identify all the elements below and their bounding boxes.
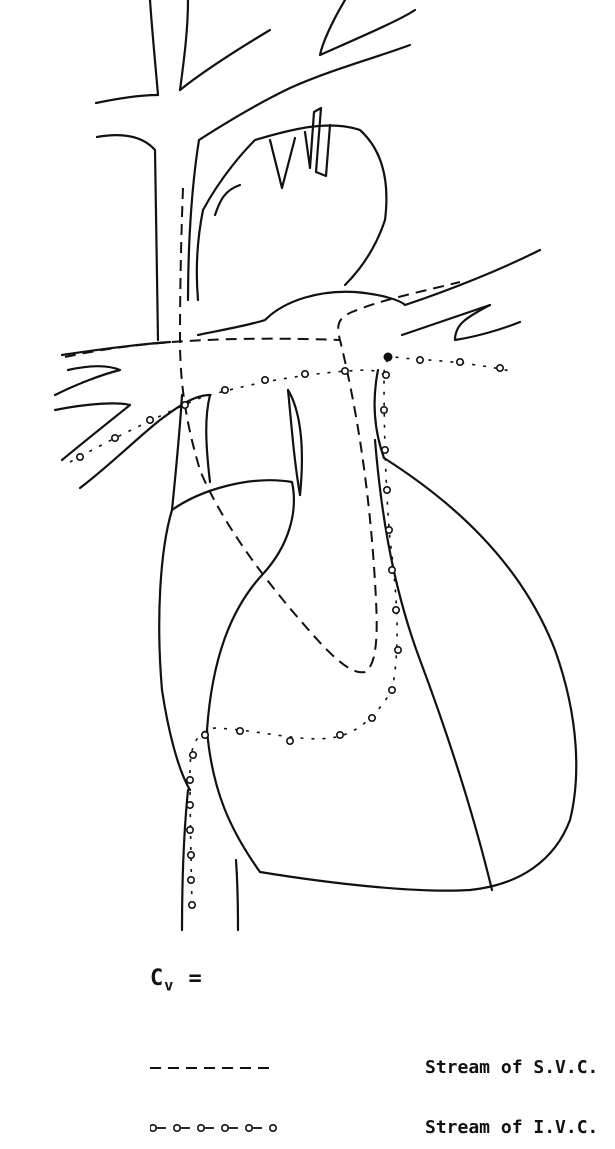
aortic-arch-outline [215,185,240,215]
ivc-swatch-circle [198,1125,204,1131]
svc-dashed-line-swatch [150,1053,280,1083]
left-pulmonary-artery-outline [62,342,170,355]
left-carotid-artery-outline [305,108,330,176]
ivc-marker-circle [381,407,387,413]
left-innominate-vein-outline [97,135,155,150]
aorta-outline [206,395,210,482]
heart-and-vessels-outline [55,0,576,930]
ivc-marker-circle [457,359,463,365]
ivc-swatch-circle [174,1125,180,1131]
legend-row-svc: Stream of S.V.C. [150,1053,610,1083]
ivc-marker-circle [497,365,503,371]
left-pulmonary-artery-outline [55,366,120,395]
stream-junction-mark [384,353,393,362]
inferior-vena-cava-outline [236,860,238,930]
ivc-marker-circle [112,435,118,441]
cv-equation-label: Cv = [150,966,203,994]
ivc-marker-circle [237,728,243,734]
ivc-marker-circle [77,454,83,460]
right-pulmonary-artery-outline [405,250,540,305]
left-pulmonary-artery-outline [55,403,130,460]
ivc-marker-circle [222,387,228,393]
ivc-stream-marker-dots [77,357,503,908]
ivc-dash-circle-line-swatch [150,1113,280,1143]
legend-label-svc: Stream of S.V.C. [425,1057,598,1078]
ivc-marker-circle [190,752,196,758]
superior-vena-cava-outline [155,150,158,340]
legend-row-ivc: Stream of I.V.C. [150,1113,610,1143]
brachiocephalic-artery-outline [270,138,295,188]
cv-symbol: C [150,966,164,991]
ivc-marker-circle [369,715,375,721]
ivc-swatch-circle [246,1125,252,1131]
aortic-arch-outline [197,210,203,300]
inferior-vena-cava-outline [182,790,188,930]
ivc-swatch-circle [270,1125,276,1131]
left-innominate-vein-outline [96,95,158,103]
right-innominate-vein-outline [180,30,270,90]
aortic-arch-outline [203,125,386,285]
ivc-marker-circle [187,802,193,808]
ivc-marker-circle [287,738,293,744]
interventricular-sulcus-outline [375,440,492,890]
right-pulmonary-artery-outline [402,305,490,335]
right-atrium-outline [159,510,190,790]
ivc-marker-circle [187,777,193,783]
ivc-marker-circle [417,357,423,363]
pulmonary-trunk-outline [198,292,405,335]
ivc-marker-circle [188,877,194,883]
superior-vena-cava-outline [180,0,188,90]
right-innominate-vein-outline [199,88,290,140]
ivc-marker-circle [302,371,308,377]
ivc-marker-circle [389,687,395,693]
superior-vena-cava-outline [150,0,158,95]
left-ventricle-outline [207,730,260,872]
ivc-marker-circle [389,567,395,573]
right-pulmonary-artery-outline [455,305,520,340]
cv-equals-sign: = [189,966,203,991]
ivc-marker-circle [395,647,401,653]
ivc-marker-circle [337,732,343,738]
aortic-arch-outline [290,45,410,88]
ivc-swatch-circle [222,1125,228,1131]
cv-subscript: v [164,976,174,994]
ivc-marker-circle [383,372,389,378]
ivc-marker-circle [382,447,388,453]
ivc-marker-circle [182,402,188,408]
legend-label-ivc: Stream of I.V.C. [425,1117,598,1138]
ivc-marker-circle [147,417,153,423]
ivc-marker-circle [386,527,392,533]
left-pulmonary-artery-outline [80,395,210,488]
right-atrium-outline [172,480,294,730]
ivc-marker-circle [393,607,399,613]
ivc-marker-circle [342,368,348,374]
ivc-marker-circle [189,902,195,908]
ivc-swatch-circle [150,1125,156,1131]
ivc-marker-circle [262,377,268,383]
ivc-marker-circle [188,852,194,858]
right-ventricle-outline [260,458,576,891]
superior-vena-cava-outline [172,395,182,510]
ivc-marker-circle [384,487,390,493]
ivc-marker-circle [187,827,193,833]
ivc-marker-circle [202,732,208,738]
aortic-arch-outline [320,0,415,55]
